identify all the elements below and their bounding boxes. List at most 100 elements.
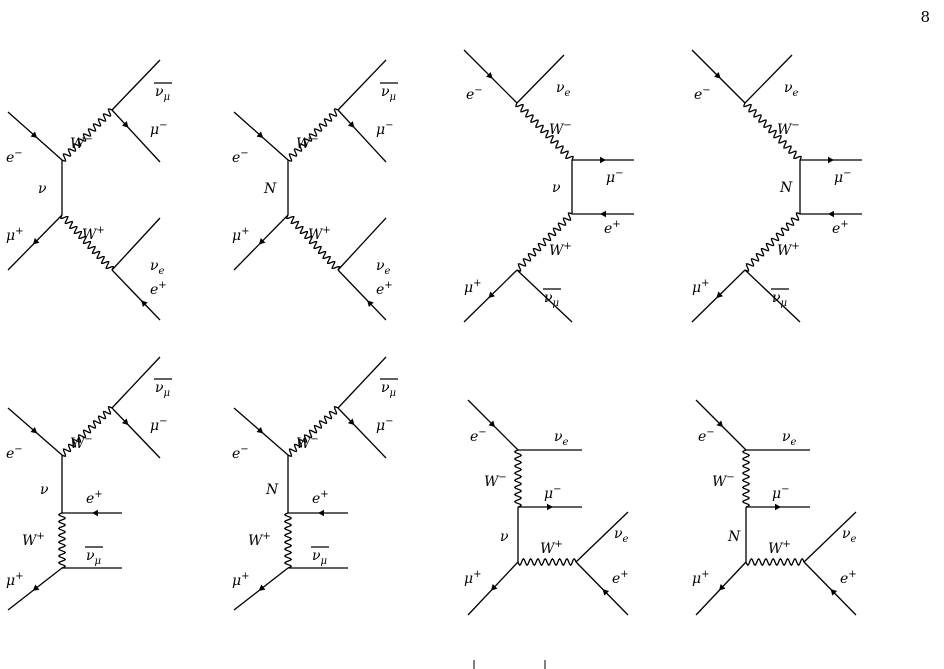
label-mu-minus: μ− — [150, 416, 168, 434]
label-e-minus: e− — [6, 444, 23, 462]
e-plus-line-arrow — [318, 509, 324, 517]
mu-minus-line — [111, 407, 161, 459]
label-anti-nu-mu: νμ — [155, 380, 170, 399]
e-minus-line-arrow — [714, 72, 721, 79]
w-plus-boson — [57, 512, 67, 569]
e-plus-line-arrow — [367, 300, 374, 307]
label-mu-minus: μ− — [544, 484, 562, 502]
label-mu-plus: μ+ — [6, 571, 24, 589]
diagram-d5: e− W− νμ μ− ν e+ W+ νμ μ+ — [6, 356, 172, 611]
label-e-plus: e+ — [86, 489, 103, 507]
nu-e-line — [111, 217, 161, 271]
label-anti-nu-mu-2: νμ — [312, 548, 327, 567]
anti-nu-mu-line — [111, 59, 161, 111]
label-propagator: ν — [552, 180, 561, 196]
mu-plus-line-arrow — [488, 291, 495, 299]
nu-e-line — [744, 54, 793, 104]
diagram-d3: e−νeW−νμ−e+W+μ+νμ — [463, 49, 634, 323]
label-e-plus: e+ — [376, 280, 393, 298]
footer-marks — [473, 660, 546, 669]
label-e-plus: e+ — [612, 569, 629, 587]
label-w-minus: W− — [70, 134, 93, 152]
label-w-plus: W+ — [777, 241, 800, 259]
w-minus-boson — [513, 449, 523, 508]
mu-plus-line-arrow — [32, 584, 40, 591]
label-e-plus: e+ — [840, 569, 857, 587]
label-e-plus: e+ — [604, 219, 621, 237]
e-plus-line-arrow — [92, 509, 98, 517]
label-anti-nu-mu: νμ — [544, 290, 559, 309]
label-mu-minus: μ− — [150, 120, 168, 138]
label-anti-nu-mu-2: νμ — [86, 548, 101, 567]
label-mu-minus: μ− — [834, 168, 852, 186]
label-propagator: N — [265, 482, 279, 498]
label-nu-e: νe — [782, 429, 797, 448]
label-e-minus: e− — [466, 85, 483, 103]
label-w-plus: W+ — [248, 531, 271, 549]
label-w-minus: W− — [712, 472, 735, 490]
label-nu-e: νe — [556, 80, 571, 99]
w-minus-boson — [741, 449, 751, 508]
label-w-minus: W− — [777, 120, 800, 138]
anti-nu-mu-line — [744, 269, 801, 323]
label-w-plus: W+ — [540, 539, 563, 557]
label-w-minus: W− — [296, 134, 319, 152]
nu-e-2-line — [575, 511, 629, 563]
e-minus-line-arrow — [30, 131, 38, 138]
e-minus-line-arrow — [30, 427, 38, 434]
label-e-plus: e+ — [832, 219, 849, 237]
label-mu-plus: μ+ — [464, 278, 482, 296]
diagram-d8: e−νeW−μ−NW+νeμ+e+ — [692, 399, 857, 616]
diagram-d4: e−νeW−Nμ−e+W+μ+νμ — [691, 49, 862, 323]
e-plus-line-arrow — [600, 210, 606, 218]
label-e-minus: e− — [232, 148, 249, 166]
anti-nu-mu-line — [337, 59, 387, 111]
anti-nu-mu-line — [516, 269, 573, 323]
label-anti-nu-mu: νμ — [772, 290, 787, 309]
mu-minus-line — [337, 407, 387, 459]
diagram-d1: e−μ+νW−W+νμμ−νee+ — [6, 59, 172, 321]
w-minus-boson — [743, 102, 802, 161]
mu-plus-line-arrow — [716, 291, 723, 299]
label-w-plus: W+ — [82, 225, 105, 243]
label-anti-nu-mu: νμ — [381, 84, 396, 103]
label-propagator: N — [727, 529, 741, 545]
w-minus-boson — [515, 102, 574, 161]
e-minus-line-arrow — [488, 420, 496, 428]
nu-e-line — [337, 217, 387, 271]
label-anti-nu-mu: νμ — [381, 380, 396, 399]
e-plus-line-arrow — [830, 589, 838, 596]
mu-minus-line-arrow — [121, 121, 129, 128]
label-mu-plus: μ+ — [692, 569, 710, 587]
e-plus-line-arrow — [602, 589, 610, 596]
w-plus-boson — [745, 557, 805, 567]
label-nu-e: νe — [784, 80, 799, 99]
label-mu-plus: μ+ — [232, 226, 250, 244]
label-propagator: N — [779, 180, 793, 196]
label-w-plus: W+ — [22, 531, 45, 549]
label-e-minus: e− — [470, 427, 487, 445]
label-propagator: ν — [38, 181, 47, 197]
label-mu-plus: μ+ — [232, 571, 250, 589]
label-w-plus: W+ — [549, 241, 572, 259]
mu-plus-line-arrow — [258, 238, 266, 245]
e-plus-line-arrow — [828, 210, 834, 218]
label-nu-e: νe — [554, 429, 569, 448]
anti-nu-mu-line — [111, 356, 161, 409]
mu-minus-line-arrow — [600, 156, 606, 164]
label-e-plus: e+ — [150, 280, 167, 298]
e-minus-line-arrow — [256, 131, 264, 138]
label-propagator: N — [263, 181, 277, 197]
page-number: 8 — [920, 8, 930, 26]
label-mu-plus: μ+ — [464, 569, 482, 587]
label-mu-plus: μ+ — [692, 278, 710, 296]
diagram-layer: e−μ+νW−W+νμμ−νee+e−μ+NW−W+νμμ−νee+e−νeW−… — [6, 49, 862, 616]
mu-plus-line-arrow — [258, 584, 266, 591]
label-w-minus: W− — [70, 434, 93, 452]
label-nu-e: νe — [150, 258, 165, 277]
label-propagator: ν — [40, 482, 49, 498]
mu-plus-line-arrow — [32, 238, 40, 245]
label-e-plus: e+ — [312, 489, 329, 507]
w-minus-boson — [287, 406, 339, 457]
